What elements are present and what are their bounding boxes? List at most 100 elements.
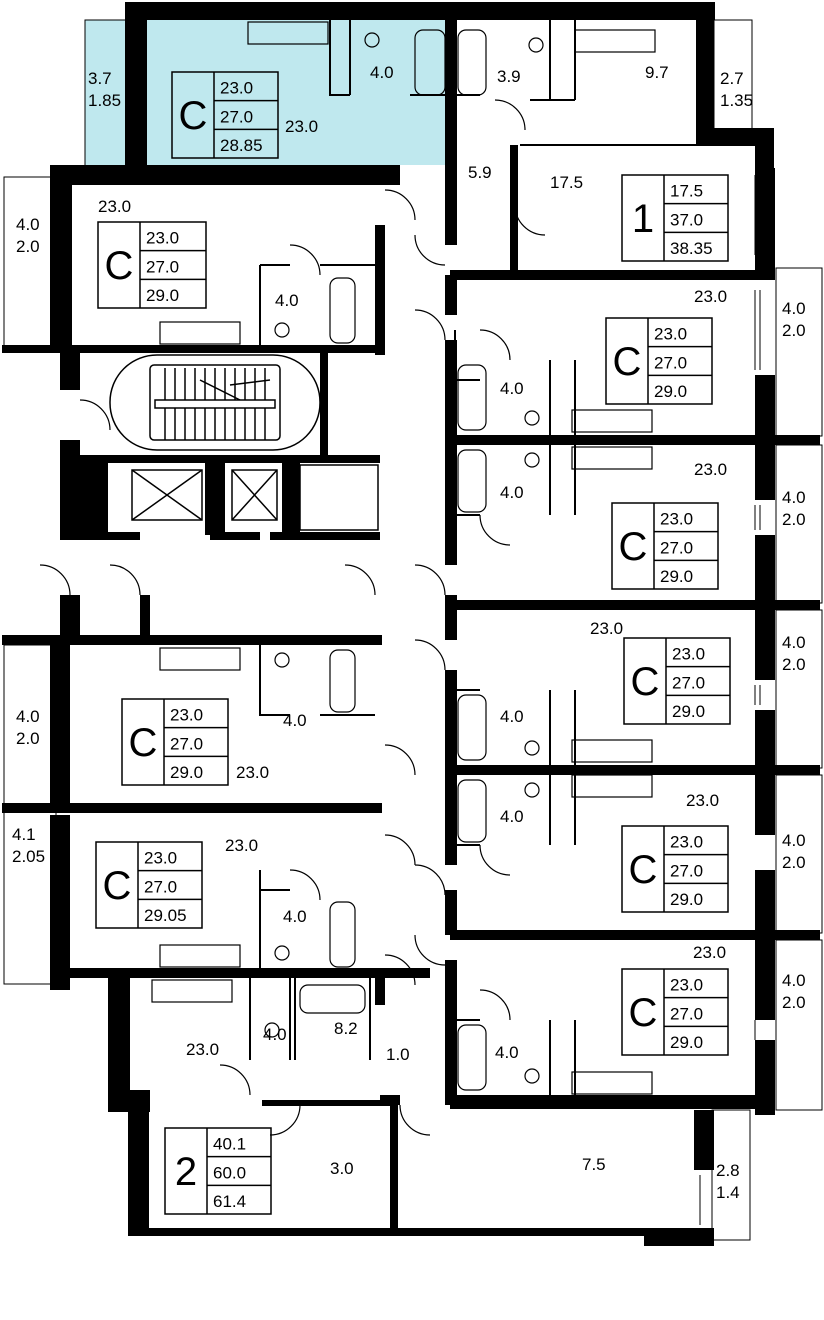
room-area-label: 8.2 bbox=[334, 1019, 358, 1038]
unit-area-value: 38.35 bbox=[670, 239, 713, 258]
unit-area-value: 27.0 bbox=[660, 538, 693, 557]
room-area-label: 23.0 bbox=[694, 287, 727, 306]
unit-area-value: 17.5 bbox=[670, 182, 703, 201]
unit-card-u11: 2 40.1 60.0 61.4 bbox=[164, 1127, 272, 1215]
room-area-label: 4.0 bbox=[283, 711, 307, 730]
room-area-label: 4.0 bbox=[500, 483, 524, 502]
unit-area-value: 23.0 bbox=[670, 833, 703, 852]
unit-area-value: 29.0 bbox=[660, 567, 693, 586]
unit-area-value: 27.0 bbox=[672, 673, 705, 692]
unit-cards: C23.027.028.85C23.027.029.0117.537.038.3… bbox=[95, 71, 731, 1215]
unit-area-value: 27.0 bbox=[144, 877, 177, 896]
unit-area-value: 23.0 bbox=[220, 79, 253, 98]
balcony-reduced-area-label: 2.0 bbox=[782, 321, 806, 340]
room-area-label: 4.0 bbox=[263, 1025, 287, 1044]
balcony-reduced-area-label: 2.0 bbox=[782, 853, 806, 872]
balcony-area-label: 2.8 bbox=[716, 1161, 740, 1180]
room-area-label: 4.0 bbox=[500, 379, 524, 398]
balcony-area-label: 3.7 bbox=[88, 69, 112, 88]
elevators bbox=[131, 464, 379, 531]
room-area-label: 4.0 bbox=[495, 1043, 519, 1062]
doors bbox=[39, 99, 546, 1136]
unit-area-value: 23.0 bbox=[144, 849, 177, 868]
unit-type-label: C bbox=[629, 848, 658, 892]
unit-type-label: C bbox=[613, 340, 642, 384]
room-area-label: 23.0 bbox=[98, 197, 131, 216]
windows bbox=[59, 175, 761, 1225]
balcony-area-label: 4.0 bbox=[16, 215, 40, 234]
room-area-label: 23.0 bbox=[225, 836, 258, 855]
unit-type-label: C bbox=[629, 991, 658, 1035]
room-area-label: 4.0 bbox=[500, 807, 524, 826]
unit-area-value: 27.0 bbox=[170, 734, 203, 753]
balcony-reduced-area-label: 2.05 bbox=[12, 847, 45, 866]
unit-area-value: 27.0 bbox=[670, 1004, 703, 1023]
balcony-reduced-area-label: 1.4 bbox=[716, 1183, 740, 1202]
unit-area-value: 27.0 bbox=[654, 353, 687, 372]
unit-card-u6: C 23.0 27.0 29.0 bbox=[623, 637, 731, 725]
balcony-area-label: 4.1 bbox=[12, 825, 36, 844]
unit-type-label: 1 bbox=[632, 197, 654, 241]
unit-area-value: 29.05 bbox=[144, 906, 187, 925]
partitions bbox=[147, 20, 755, 1228]
unit-area-value: 60.0 bbox=[213, 1163, 246, 1182]
room-area-label: 17.5 bbox=[550, 173, 583, 192]
bathroom-fixtures bbox=[264, 29, 544, 1091]
balcony-reduced-area-label: 2.0 bbox=[782, 510, 806, 529]
room-area-label: 4.0 bbox=[500, 707, 524, 726]
room-area-label: 23.0 bbox=[285, 117, 318, 136]
room-area-label: 3.0 bbox=[330, 1159, 354, 1178]
room-area-label: 9.7 bbox=[645, 63, 669, 82]
kitchens bbox=[151, 21, 656, 1095]
unit-area-value: 29.0 bbox=[670, 1033, 703, 1052]
room-area-label: 7.5 bbox=[582, 1155, 606, 1174]
balconies bbox=[3, 19, 823, 1241]
unit-area-value: 40.1 bbox=[213, 1135, 246, 1154]
room-area-label: 23.0 bbox=[686, 791, 719, 810]
balcony-area-label: 4.0 bbox=[782, 633, 806, 652]
balcony-area-label: 4.0 bbox=[782, 488, 806, 507]
unit-type-label: C bbox=[631, 660, 660, 704]
unit-card-u1: C 23.0 27.0 28.85 bbox=[171, 71, 279, 159]
balcony-reduced-area-label: 2.0 bbox=[782, 655, 806, 674]
unit-card-u8: C 23.0 27.0 29.0 bbox=[621, 968, 729, 1056]
unit-card-u3: 1 17.5 37.0 38.35 bbox=[621, 174, 729, 262]
unit-area-value: 23.0 bbox=[670, 976, 703, 995]
unit-area-value: 29.0 bbox=[654, 382, 687, 401]
unit-area-value: 23.0 bbox=[660, 510, 693, 529]
balcony-area-label: 2.7 bbox=[720, 69, 744, 88]
room-area-label: 23.0 bbox=[186, 1040, 219, 1059]
room-area-label: 4.0 bbox=[283, 907, 307, 926]
unit-type-label: C bbox=[129, 721, 158, 765]
unit-area-value: 29.0 bbox=[170, 763, 203, 782]
room-area-label: 4.0 bbox=[275, 291, 299, 310]
room-area-label: 1.0 bbox=[386, 1045, 410, 1064]
unit-type-label: C bbox=[103, 864, 132, 908]
room-area-label: 23.0 bbox=[236, 763, 269, 782]
unit-area-value: 37.0 bbox=[670, 210, 703, 229]
unit-type-label: C bbox=[105, 244, 134, 288]
unit-card-u4: C23.027.029.0 bbox=[605, 317, 713, 405]
unit-card-u2: C 23.0 27.0 29.0 bbox=[97, 221, 207, 309]
room-area-label: 3.9 bbox=[497, 67, 521, 86]
balcony-area-label: 4.0 bbox=[782, 971, 806, 990]
unit-type-label: C bbox=[179, 94, 208, 138]
unit-area-value: 29.0 bbox=[672, 702, 705, 721]
unit-area-value: 23.0 bbox=[672, 645, 705, 664]
unit-area-value: 61.4 bbox=[213, 1192, 246, 1211]
room-area-label: 4.0 bbox=[370, 63, 394, 82]
unit-card-u7: C23.027.029.0 bbox=[621, 825, 729, 913]
unit-area-value: 29.0 bbox=[146, 286, 179, 305]
unit-area-value: 27.0 bbox=[146, 257, 179, 276]
unit-area-value: 23.0 bbox=[146, 229, 179, 248]
balcony-area-label: 4.0 bbox=[16, 707, 40, 726]
unit-area-value: 27.0 bbox=[220, 107, 253, 126]
unit-area-value: 28.85 bbox=[220, 136, 263, 155]
balcony-reduced-area-label: 1.85 bbox=[88, 91, 121, 110]
unit-type-label: 2 bbox=[175, 1150, 197, 1194]
unit-area-value: 27.0 bbox=[670, 861, 703, 880]
balcony-reduced-area-label: 1.35 bbox=[720, 91, 753, 110]
staircase bbox=[109, 354, 321, 451]
